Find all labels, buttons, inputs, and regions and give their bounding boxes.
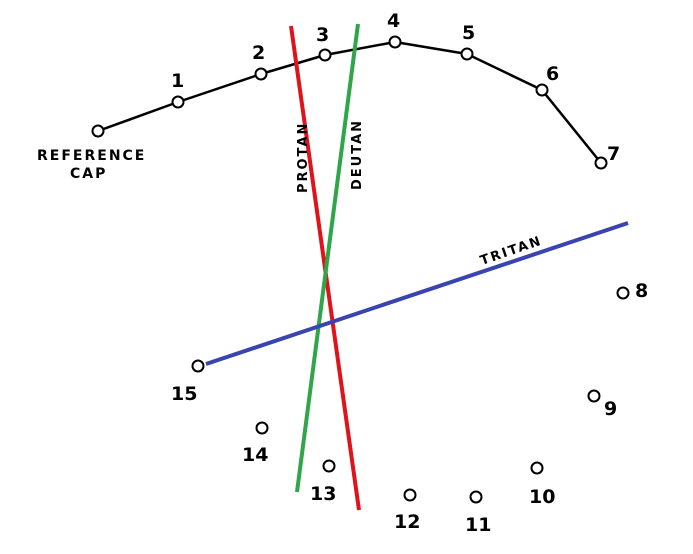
cap-label-14: 14 — [242, 444, 268, 466]
cap-circle-13 — [322, 459, 336, 473]
cap-circle-4 — [388, 35, 402, 49]
cap-circle-9 — [587, 389, 601, 403]
cap-label-4: 4 — [387, 10, 400, 32]
deutan-axis-label: DEUTAN — [350, 119, 365, 190]
cap-label-8: 8 — [635, 280, 648, 302]
cap-label-1: 1 — [171, 70, 184, 92]
cap-circle-7 — [594, 156, 608, 170]
cap-label-9: 9 — [604, 398, 617, 420]
reference-cap-circle — [91, 124, 105, 138]
deutan-axis-line — [295, 23, 360, 493]
cap-label-3: 3 — [316, 24, 329, 46]
cap-label-12: 12 — [394, 511, 420, 533]
cap-circle-8 — [616, 286, 630, 300]
cap-label-2: 2 — [252, 42, 265, 64]
caps-group: 1 2 3 4 5 6 7 8 9 10 11 12 13 14 15 — [171, 10, 648, 536]
cap-label-6: 6 — [546, 63, 559, 85]
cap-circle-10 — [530, 461, 544, 475]
cap-label-13: 13 — [310, 483, 336, 505]
cap-circle-6 — [535, 83, 549, 97]
reference-cap-label-line1: REFERENCE — [37, 148, 146, 164]
cap-circle-12 — [403, 488, 417, 502]
cap-circle-3 — [318, 48, 332, 62]
protan-axis-label: PROTAN — [296, 122, 311, 193]
cap-label-5: 5 — [462, 22, 475, 44]
cap-circle-11 — [469, 490, 483, 504]
cap-label-15: 15 — [171, 383, 197, 405]
cap-circle-15 — [191, 359, 205, 373]
cap-label-10: 10 — [529, 486, 555, 508]
reference-cap-label-line2: CAP — [70, 166, 107, 182]
cap-sequence-path — [97, 40, 602, 164]
cap-label-11: 11 — [465, 514, 491, 536]
cap-label-7: 7 — [607, 143, 620, 165]
tritan-axis-line — [205, 221, 629, 366]
cap-circle-14 — [255, 421, 269, 435]
cap-circle-1 — [171, 95, 185, 109]
cap-circle-2 — [254, 67, 268, 81]
cap-circle-5 — [460, 47, 474, 61]
